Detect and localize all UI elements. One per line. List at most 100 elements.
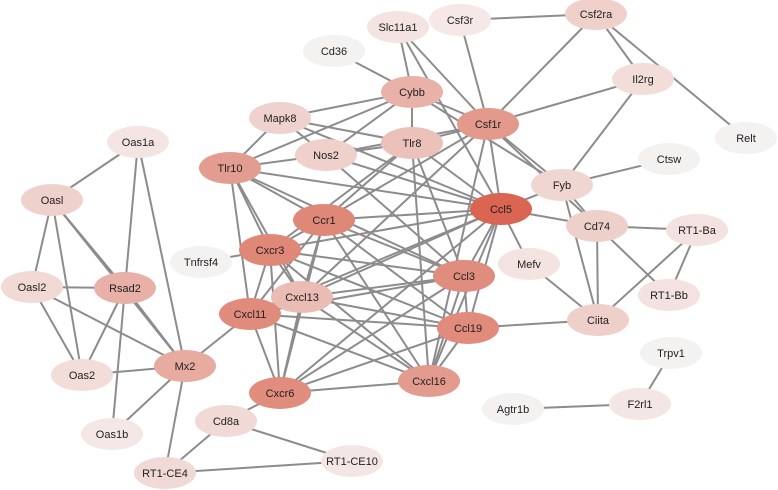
node-f2rl1[interactable]: F2rl1 [609, 388, 671, 420]
node-shape-tlr8[interactable] [381, 127, 443, 159]
node-ccl5[interactable]: Ccl5 [470, 193, 532, 225]
edge-cxcl13-cxcr6 [279, 296, 303, 394]
node-shape-rt1-ba[interactable] [666, 214, 728, 246]
node-shape-cxcl11[interactable] [219, 298, 281, 330]
edge-csf2ra-csf1r [487, 13, 597, 125]
node-cd36[interactable]: Cd36 [303, 35, 365, 67]
node-rt1-ce10[interactable]: RT1-CE10 [321, 445, 383, 477]
node-csf1r[interactable]: Csf1r [457, 108, 519, 140]
node-agtr1b[interactable]: Agtr1b [482, 393, 544, 425]
edge-ccl5-cxcr3 [269, 208, 502, 251]
node-shape-ccl19[interactable] [437, 312, 499, 344]
node-shape-mx2[interactable] [154, 350, 216, 382]
node-shape-oasl2[interactable] [1, 271, 63, 303]
node-cybb[interactable]: Cybb [381, 76, 443, 108]
node-cxcl11[interactable]: Cxcl11 [219, 298, 281, 330]
node-rt1-bb[interactable]: RT1-Bb [638, 279, 700, 311]
node-mefv[interactable]: Mefv [498, 248, 560, 280]
node-cxcl16[interactable]: Cxcl16 [398, 365, 460, 397]
node-shape-oas1b[interactable] [81, 418, 143, 450]
node-il2rg[interactable]: Il2rg [612, 63, 674, 95]
node-ccl3[interactable]: Ccl3 [433, 260, 495, 292]
node-shape-ccr1[interactable] [293, 204, 355, 236]
node-shape-cxcl13[interactable] [271, 281, 333, 313]
node-shape-ciita[interactable] [567, 304, 629, 336]
node-shape-ccl3[interactable] [433, 260, 495, 292]
node-shape-cxcr6[interactable] [249, 377, 311, 409]
node-shape-ccl5[interactable] [470, 193, 532, 225]
node-tlr10[interactable]: Tlr10 [199, 152, 261, 184]
node-ccr1[interactable]: Ccr1 [293, 204, 355, 236]
node-shape-csf2ra[interactable] [565, 0, 627, 30]
node-shape-tnfrsf4[interactable] [170, 246, 232, 278]
edge-nos2-ccl5 [325, 154, 502, 210]
node-shape-ctsw[interactable] [638, 143, 700, 175]
node-rt1-ba[interactable]: RT1-Ba [666, 214, 728, 246]
node-shape-nos2[interactable] [295, 139, 357, 171]
node-fyb[interactable]: Fyb [531, 169, 593, 201]
node-shape-rt1-ce10[interactable] [321, 445, 383, 477]
node-shape-cxcr3[interactable] [239, 234, 301, 266]
edge-mapk8-ccl5 [279, 117, 502, 210]
node-shape-tlr10[interactable] [199, 152, 261, 184]
node-shape-rsad2[interactable] [94, 272, 156, 304]
node-ciita[interactable]: Ciita [567, 304, 629, 336]
node-tlr8[interactable]: Tlr8 [381, 127, 443, 159]
node-oas2[interactable]: Oas2 [51, 359, 113, 391]
edge-ciita-fyb [561, 184, 599, 321]
node-shape-csf1r[interactable] [457, 108, 519, 140]
node-nos2[interactable]: Nos2 [295, 139, 357, 171]
node-shape-mapk8[interactable] [249, 102, 311, 134]
node-shape-trpv1[interactable] [640, 337, 702, 369]
node-trpv1[interactable]: Trpv1 [640, 337, 702, 369]
node-shape-csf3r[interactable] [429, 4, 491, 36]
node-shape-rt1-ce4[interactable] [134, 457, 196, 489]
edge-tlr8-cxcl16 [411, 142, 430, 382]
node-shape-cd8a[interactable] [195, 405, 257, 437]
node-oas1a[interactable]: Oas1a [107, 126, 169, 158]
node-oas1b[interactable]: Oas1b [81, 418, 143, 450]
node-rsad2[interactable]: Rsad2 [94, 272, 156, 304]
node-oasl2[interactable]: Oasl2 [1, 271, 63, 303]
node-shape-mefv[interactable] [498, 248, 560, 280]
edge-tlr10-cxcl13 [229, 167, 303, 298]
edge-ccl3-cxcr6 [279, 275, 465, 394]
node-csf2ra[interactable]: Csf2ra [565, 0, 627, 30]
node-shape-f2rl1[interactable] [609, 388, 671, 420]
node-cd74[interactable]: Cd74 [566, 210, 628, 242]
node-ctsw[interactable]: Ctsw [638, 143, 700, 175]
node-tnfrsf4[interactable]: Tnfrsf4 [170, 246, 232, 278]
node-shape-slc11a1[interactable] [367, 11, 429, 43]
node-rt1-ce4[interactable]: RT1-CE4 [134, 457, 196, 489]
node-shape-oasl[interactable] [21, 184, 83, 216]
node-cxcr3[interactable]: Cxcr3 [239, 234, 301, 266]
node-csf3r[interactable]: Csf3r [429, 4, 491, 36]
node-shape-cybb[interactable] [381, 76, 443, 108]
node-shape-oas1a[interactable] [107, 126, 169, 158]
node-shape-cd74[interactable] [566, 210, 628, 242]
node-mx2[interactable]: Mx2 [154, 350, 216, 382]
node-slc11a1[interactable]: Slc11a1 [367, 11, 429, 43]
node-cxcr6[interactable]: Cxcr6 [249, 377, 311, 409]
node-shape-rt1-bb[interactable] [638, 279, 700, 311]
edge-cxcl11-cxcl16 [249, 313, 430, 382]
node-shape-agtr1b[interactable] [482, 393, 544, 425]
node-relt[interactable]: Relt [715, 122, 777, 154]
edge-rsad2-oas1b [111, 287, 126, 435]
node-shape-fyb[interactable] [531, 169, 593, 201]
node-mapk8[interactable]: Mapk8 [249, 102, 311, 134]
edge-cxcr3-cxcl16 [269, 249, 430, 382]
node-cd8a[interactable]: Cd8a [195, 405, 257, 437]
node-ccl19[interactable]: Ccl19 [437, 312, 499, 344]
node-shape-il2rg[interactable] [612, 63, 674, 95]
edge-ccl19-cxcr6 [279, 327, 469, 394]
edge-rt1-ba-ciita [597, 229, 698, 321]
node-shape-oas2[interactable] [51, 359, 113, 391]
node-cxcl13[interactable]: Cxcl13 [271, 281, 333, 313]
node-oasl[interactable]: Oasl [21, 184, 83, 216]
edge-ccr1-ccl19 [323, 219, 469, 329]
node-shape-cxcl16[interactable] [398, 365, 460, 397]
node-shape-relt[interactable] [715, 122, 777, 154]
node-shape-cd36[interactable] [303, 35, 365, 67]
